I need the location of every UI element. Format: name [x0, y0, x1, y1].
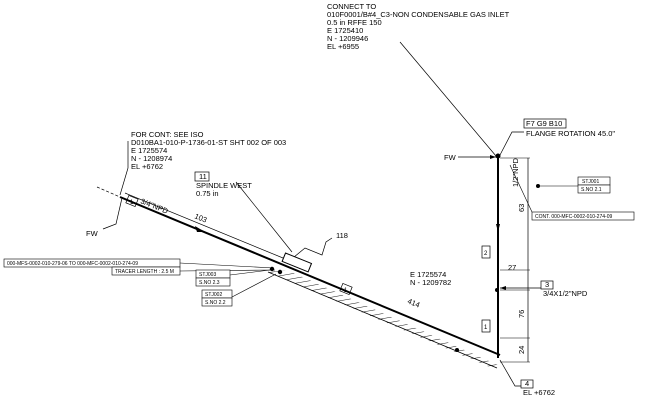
- dim-63: 63: [517, 204, 526, 212]
- bottom-el: EL +6762: [523, 388, 555, 397]
- dim-line-diag: [124, 192, 301, 266]
- hatched-slope-outline: [267, 271, 498, 369]
- line-ref-left: 000-MFS-0002-010-279-06 TO 000-MFC-0002-…: [7, 261, 138, 267]
- cont-leader: [119, 141, 129, 196]
- npd-vert: 1/2"NPD: [511, 157, 520, 187]
- reducer-tag: 3: [545, 280, 549, 289]
- dim-414: 414: [406, 297, 421, 310]
- line-ref-right: CONT. 000-MFC-0002-010-274-09: [535, 214, 612, 220]
- cont-note-3: E 1725574: [131, 146, 167, 155]
- bottom-tag: 4: [525, 379, 529, 388]
- tracer-length: TRACER LENGTH : 2.5 M: [115, 269, 174, 275]
- cont-note-5: EL +6762: [131, 162, 163, 171]
- tracer-box: [111, 266, 181, 276]
- stj003-id: STJ003: [199, 272, 216, 278]
- diagonal-pipe-extension: [96, 186, 121, 198]
- flange-leader: [499, 131, 524, 156]
- weld-dot-2: [277, 269, 283, 275]
- cont-note-1: FOR CONT: SEE ISO: [131, 130, 204, 139]
- mark-2: 1: [344, 288, 348, 294]
- npd-diag: 3/4"NPD: [139, 197, 170, 216]
- connect-note-4: E 1725410: [327, 26, 363, 35]
- line-ref-left-box: [3, 258, 181, 268]
- spindle-line-1: SPINDLE WEST: [196, 181, 252, 190]
- mark-4: 1: [484, 325, 488, 331]
- mark-1: 1: [130, 200, 134, 206]
- line-ref-right-box: [531, 211, 635, 221]
- spindle-line-2: 0.75 in: [196, 189, 219, 198]
- spindle-tag: 11: [199, 172, 207, 181]
- hatched-slope: [268, 270, 500, 368]
- connect-note-2: 010F0001/B#4_C3-NON CONDENSABLE GAS INLE…: [327, 10, 510, 19]
- cont-ref-leader: [509, 164, 533, 213]
- stj001-sno: S.NO 2.1: [581, 187, 602, 193]
- connect-leader: [399, 41, 497, 157]
- stj002-sno: S.NO 2.2: [205, 300, 226, 306]
- fw-leader-left: [102, 197, 123, 230]
- cont-note-2: D010BA1-010-P-1736-01-ST SHT 002 OF 003: [131, 138, 286, 147]
- flow-arrow-vert: [496, 224, 500, 232]
- cont-note-4: N - 1208974: [131, 154, 172, 163]
- flow-arrow-diag: [195, 226, 205, 232]
- fw-arrow-top: [490, 155, 496, 159]
- fw-label-left: FW: [86, 229, 99, 238]
- coord-2: N - 1209782: [410, 278, 451, 287]
- bottom-tag-box: [520, 379, 534, 389]
- dim-76: 76: [517, 310, 526, 318]
- weld-dot-1: [269, 266, 275, 272]
- spindle-tag-box: [194, 171, 210, 182]
- connect-note-3: 0.5 in RFFE 150: [327, 18, 382, 27]
- coord-1: E 1725574: [410, 270, 446, 279]
- stj001-sno-box: [577, 184, 611, 194]
- weld-dot-3: [455, 348, 459, 352]
- connect-note-5: N - 1209946: [327, 34, 368, 43]
- line-ref-left-leader: [179, 262, 275, 269]
- connect-note-1: CONNECT TO: [327, 2, 376, 11]
- spindle-leader: [235, 181, 293, 253]
- mark-box-4: [481, 319, 491, 333]
- dim-118: [287, 237, 333, 263]
- weld-dot-5: [495, 153, 501, 159]
- npd-reducer: 3/4X1/2"NPD: [543, 289, 588, 298]
- dim-24: 24: [517, 346, 526, 354]
- mark-box-3: [481, 245, 491, 259]
- weld-dot-4: [495, 288, 499, 292]
- dim-103: 103: [193, 212, 208, 225]
- mark-3: 2: [484, 251, 488, 257]
- diagonal-pipe: [119, 196, 501, 356]
- dim-27: 27: [508, 263, 516, 272]
- fw-label-top: FW: [444, 153, 457, 162]
- flange-label: F7 G9 B10: [526, 119, 562, 128]
- stj003-sno: S.NO 2.3: [199, 280, 220, 286]
- flange-text: FLANGE ROTATION 45.0": [526, 129, 615, 138]
- dim-118-label: 118: [336, 231, 348, 240]
- stj001-id: STJ001: [582, 179, 599, 185]
- stj003-sno-box: [195, 277, 231, 287]
- reducer-tag-box: [540, 280, 554, 290]
- reducer-arrow: [500, 286, 506, 290]
- stj002-leader: [231, 273, 277, 298]
- bottom-leader: [499, 359, 521, 387]
- mark-box-1: [125, 194, 139, 208]
- stj001-dot: [536, 184, 540, 188]
- stj003-leader: [229, 269, 271, 276]
- flange-label-box: [523, 118, 567, 129]
- stj002-sno-box: [201, 297, 233, 307]
- valve-body: [281, 252, 313, 273]
- connect-note-6: EL +6955: [327, 42, 359, 51]
- stj002-id: STJ002: [205, 292, 222, 298]
- mark-box-2: [339, 282, 353, 296]
